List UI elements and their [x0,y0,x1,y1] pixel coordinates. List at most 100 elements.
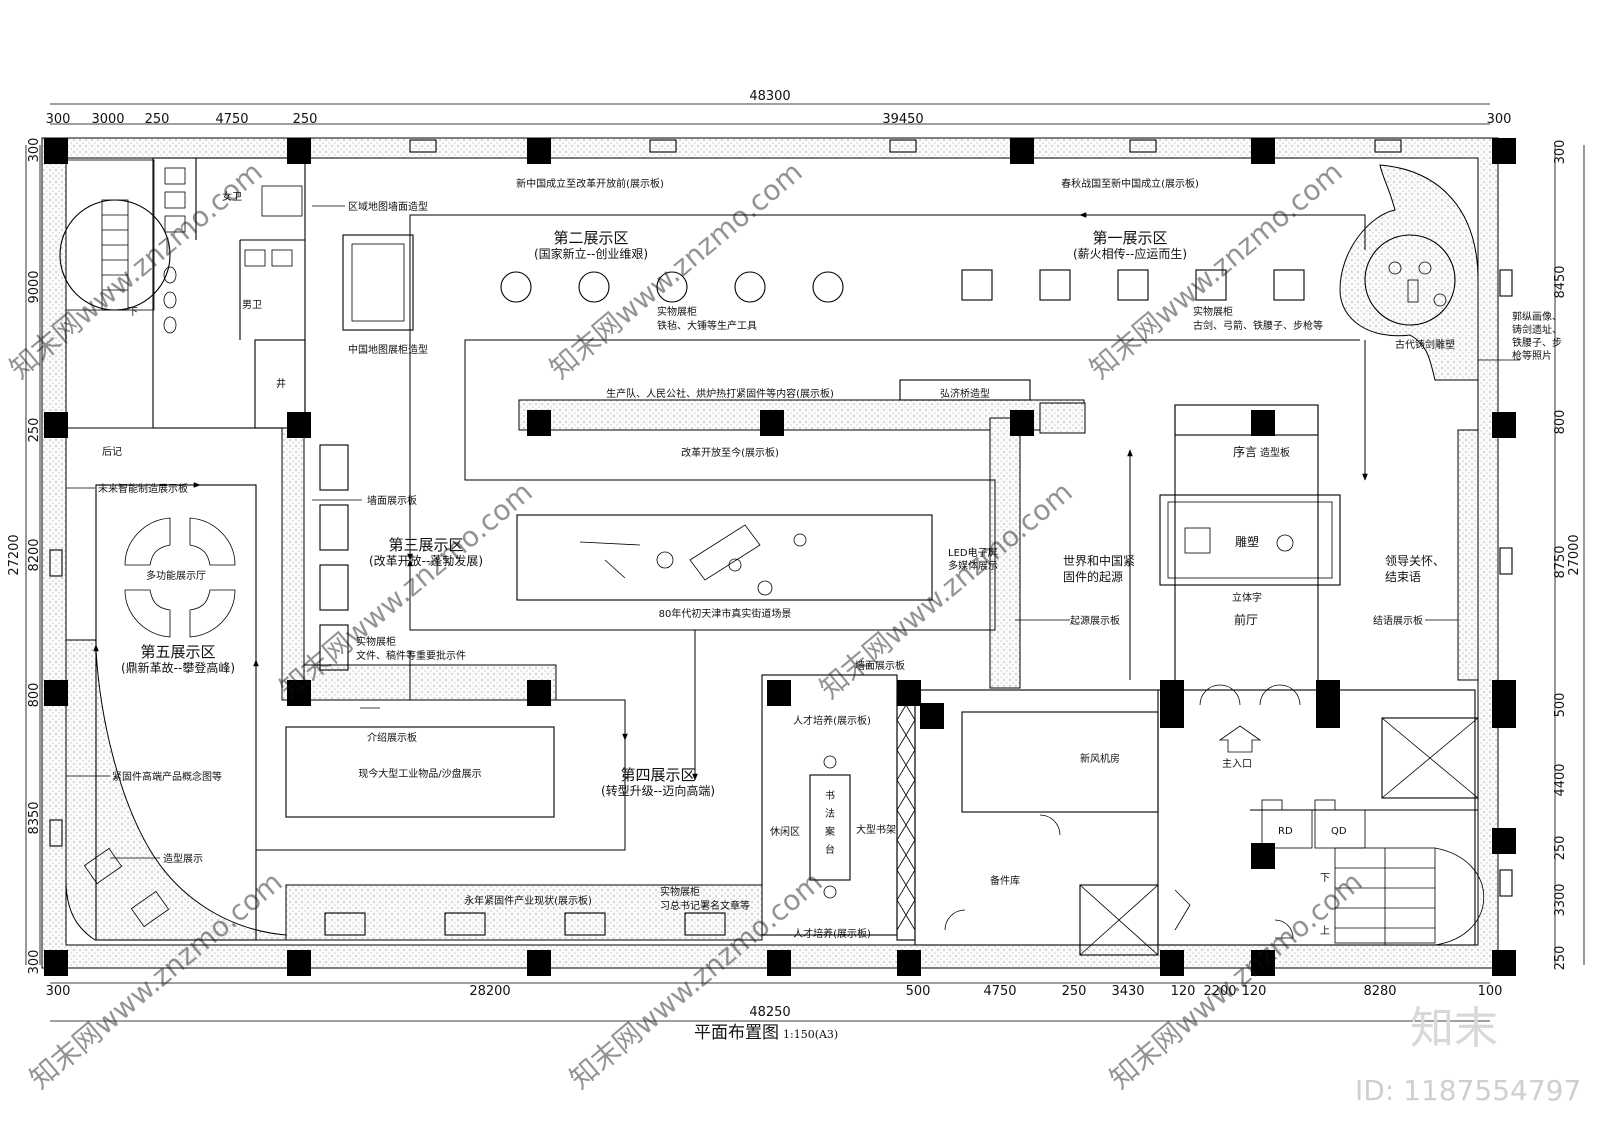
cabinet-2-content: 铁毡、大锤等生产工具 [657,319,757,332]
cabinet-2-label: 实物展柜 [657,305,697,318]
zone-5-subtitle: (鼎新革故--攀登高峰) [121,660,235,675]
zone-4-subtitle: (转型升级--迈向高端) [601,783,715,798]
dim-left-part: 8350 [27,801,42,834]
interior-walls [65,157,1484,956]
dim-left-part: 800 [27,683,42,708]
dim-right-part: 3300 [1553,883,1568,916]
future-board-label: 未来智能制造展示板 [98,482,188,495]
preface-board-label: 造型板 [1260,446,1290,459]
world-origin-line: 固件的起源 [1063,569,1123,584]
windows [49,139,1513,897]
dimension-lines [25,103,1585,1022]
leader-lines [66,205,1520,859]
lobby [1159,494,1341,753]
end-board-label: 结语展示板 [1373,614,1423,627]
zone-3-title: 第三展示区 [388,536,463,554]
dim-top-part: 300 [1487,112,1512,127]
calligraphy-char: 法 [825,807,835,820]
dimension-bottom: 300 28200 500 4750 250 3430 120 2200 120… [46,984,1503,1020]
qd-label: QD [1331,826,1347,837]
cabinet-4-label: 实物展柜 [660,885,700,898]
dim-top-part: 250 [145,112,170,127]
dim-right-part: 4400 [1553,763,1568,796]
leader-line-1: 领导关怀、 [1385,554,1445,568]
dim-top-part: 250 [293,112,318,127]
dim-right-part: 8750 [1553,545,1568,578]
product-concept-label: 紧固件高端产品概念图等 [112,770,222,783]
cabinet-1-label: 实物展柜 [1193,305,1233,318]
stair-down-label: 下 [128,307,138,318]
fresh-air-room-label: 新风机房 [1080,752,1120,765]
zone-3 [319,402,1086,671]
main-entrance-label: 主入口 [1222,758,1252,770]
dimension-right: 27000 300 8450 800 8750 500 4400 250 330… [1553,140,1582,971]
dim-left-part: 9000 [27,270,42,303]
dim-left-part: 250 [27,418,42,443]
talent-bottom-label: 人才培养(展示板) [793,927,871,940]
zone-2-title: 第二展示区 [553,229,628,247]
zone-4 [285,689,916,941]
storage-room-label: 备件库 [990,874,1020,887]
watermark-id: ID: 1187554797 [1355,1074,1581,1107]
dim-left-part: 8200 [27,538,42,571]
zone-4-title: 第四展示区 [620,766,695,784]
shape-display-label: 造型展示 [163,852,203,865]
dim-right-part: 8450 [1553,265,1568,298]
womens-restroom-label: 女卫 [222,190,242,203]
epilogue-label: 后记 [102,446,122,458]
board-top-right-label: 春秋战国至新中国成立(展示板) [1061,177,1199,190]
dim-bottom-part: 28200 [469,984,510,999]
dim-bottom-part: 500 [906,984,931,999]
calligraphy-char: 案 [825,825,835,838]
photo-note-line: 枪等照片 [1512,349,1552,362]
led-line-1: LED电子屏 [948,546,998,559]
calligraphy-char: 台 [825,843,835,856]
watermark-site: 知末网www.znzmo.com [1103,865,1368,1095]
dimension-top: 48300 300 3000 250 4750 250 39450 300 [46,89,1512,127]
sandtable-label: 现今大型工业物品/沙盘展示 [358,767,481,780]
dim-right-part: 500 [1553,693,1568,718]
shaft-label: 井 [276,377,286,390]
dim-bottom-part: 4750 [983,984,1016,999]
zone-5-title: 第五展示区 [140,643,215,661]
cabinet-1-content: 古剑、弓箭、铁腰子、步枪等 [1193,319,1323,332]
stair-down-label: 下 [1320,873,1330,884]
bookshelf-label: 大型书架 [856,823,896,836]
wall-board-4-label: 墙面展示板 [855,659,905,672]
rest-area-label: 休闲区 [770,825,800,838]
drawing-title-main: 平面布置图 [694,1023,779,1043]
structural-columns [44,138,1516,976]
dim-right-part: 300 [1553,140,1568,165]
calligraphy-char: 书 [825,790,835,802]
cabinet-3-content: 文件、稿件等重要批示件 [356,649,466,662]
bridge-label: 弘济桥造型 [940,387,990,400]
dim-left-part: 300 [27,950,42,975]
zone-1-title: 第一展示区 [1092,229,1167,247]
intro-board-label: 介绍展示板 [367,731,417,744]
led-line-2: 多媒体展示 [948,559,998,572]
dim-top-part: 3000 [91,112,124,127]
wall-board-3-label: 墙面展示板 [367,494,417,507]
stair-top-left: 下 [59,199,171,318]
dim-right-total: 27000 [1567,534,1582,575]
talent-top-label: 人才培养(展示板) [793,714,871,727]
dim-bottom-part: 3430 [1111,984,1144,999]
photo-note-line: 郭纵画像、 [1512,310,1562,323]
watermark-brand: 知末 [1410,1003,1498,1054]
stair-up-label: 上 [1320,925,1330,937]
dim-top-part: 4750 [215,112,248,127]
circulation-flow [93,212,1368,851]
dim-right-part: 250 [1553,946,1568,971]
labels: 新中国成立至改革开放前(展示板) 春秋战国至新中国成立(展示板) 区域地图墙面造… [98,177,1562,940]
drawing-title: 平面布置图 1:150(A3) [694,1023,838,1043]
lobby-label: 前厅 [1234,612,1258,627]
board-top-left-label: 新中国成立至改革开放前(展示板) [516,177,664,190]
origin-board-label: 起源展示板 [1070,614,1120,627]
zone-2-subtitle: (国家新立--创业维艰) [534,246,648,261]
dim-bottom-part: 2200 [1203,984,1236,999]
dim-bottom-part: 300 [46,984,71,999]
dimension-left: 27200 300 9000 250 8200 800 8350 300 [7,138,42,975]
cabinet-3-label: 实物展柜 [356,635,396,648]
solid-text-label: 立体字 [1232,591,1262,604]
